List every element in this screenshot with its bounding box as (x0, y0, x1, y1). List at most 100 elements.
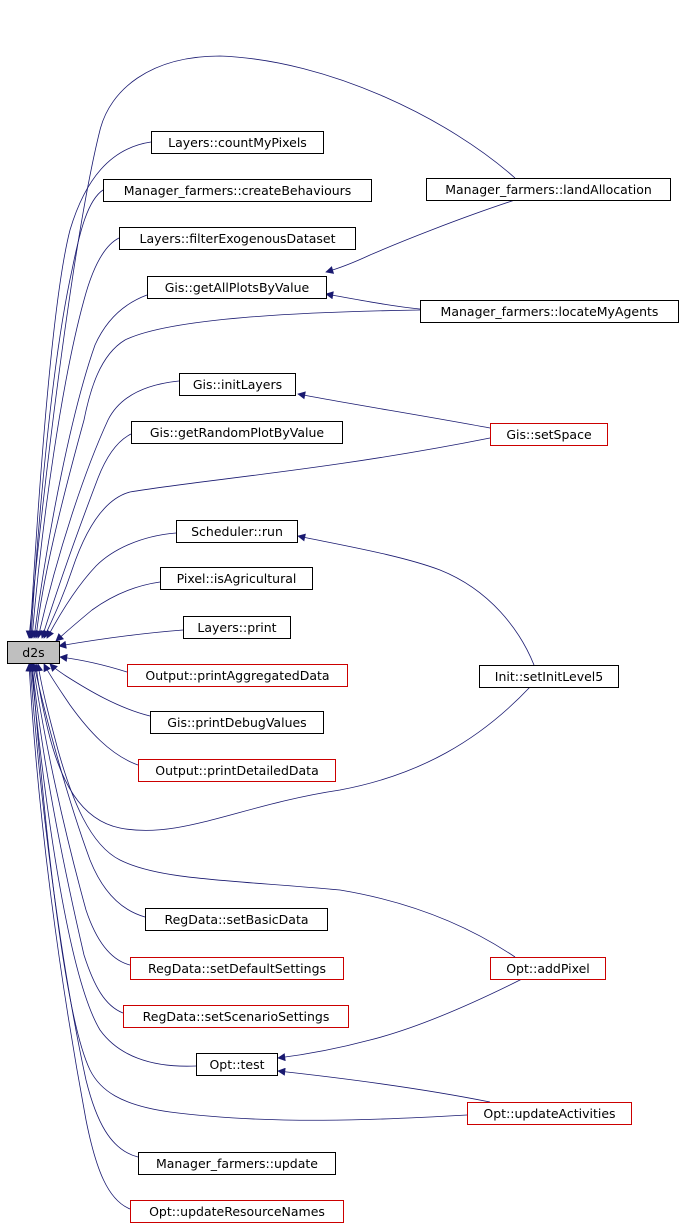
function-node[interactable]: Gis::getRandomPlotByValue (131, 421, 343, 444)
node-box (490, 957, 606, 980)
edge-n9-to-d2s (58, 629, 184, 649)
edge-m6-to-d2s (28, 663, 468, 1121)
node-label: Layers::countMyPixels (168, 135, 307, 150)
function-node[interactable]: Opt::updateActivities (467, 1102, 632, 1125)
function-node[interactable]: RegData::setScenarioSettings (123, 1005, 349, 1028)
node-label: Gis::printDebugValues (167, 715, 306, 730)
edge-m4-to-d2s (32, 663, 531, 831)
edge-n7-to-d2s (46, 532, 177, 639)
node-box (420, 300, 679, 323)
function-node[interactable]: Manager_farmers::locateMyAgents (420, 300, 679, 323)
edge-m2-to-d2s (32, 309, 421, 639)
edge-m1-to-d2s (25, 55, 516, 639)
node-box (479, 665, 619, 688)
edge-m5-to-d2s (35, 663, 516, 958)
node-label: Output::printAggregatedData (145, 668, 329, 683)
node-box (176, 520, 298, 543)
node-label: Scheduler::run (191, 524, 283, 539)
function-node[interactable]: Gis::getAllPlotsByValue (147, 276, 327, 299)
edge-n1-to-d2s (26, 141, 152, 639)
node-label: Output::printDetailedData (155, 763, 319, 778)
node-label: Manager_farmers::createBehaviours (124, 183, 352, 198)
function-node[interactable]: Scheduler::run (176, 520, 298, 543)
node-label: Manager_farmers::locateMyAgents (441, 304, 659, 319)
edge-m3-to-d2s (43, 437, 491, 639)
node-box (7, 641, 60, 664)
edge-n8-to-d2s (55, 581, 161, 642)
edge-n4-to-d2s (30, 294, 148, 639)
node-label: Manager_farmers::landAllocation (445, 182, 652, 197)
edge-n16-to-d2s (27, 663, 197, 1067)
edge-m3-to-n5 (297, 391, 491, 429)
function-node[interactable]: Layers::print (183, 616, 291, 639)
function-node[interactable]: Pixel::isAgricultural (160, 567, 313, 590)
edge-m2-to-n4 (325, 291, 421, 310)
node-box (138, 759, 336, 782)
node-box (130, 957, 344, 980)
edge-n14-to-d2s (30, 663, 131, 966)
edge-m5-to-n16 (277, 978, 523, 1062)
function-node[interactable]: Gis::printDebugValues (150, 711, 324, 734)
node-label: Gis::getRandomPlotByValue (150, 425, 325, 440)
edge-m4-to-n7 (297, 533, 535, 666)
node-box (130, 1200, 344, 1223)
node-label: RegData::setBasicData (164, 912, 308, 927)
node-box (426, 178, 671, 201)
function-node[interactable]: Output::printDetailedData (138, 759, 336, 782)
edge-n3-to-d2s (28, 237, 120, 639)
node-box (150, 711, 324, 734)
edge-n10-to-d2s (59, 653, 128, 673)
node-label: Layers::print (197, 620, 276, 635)
node-label: Layers::filterExogenousDataset (139, 231, 335, 246)
function-node[interactable]: Opt::addPixel (490, 957, 606, 980)
function-node[interactable]: Init::setInitLevel5 (479, 665, 619, 688)
node-label: Opt::addPixel (506, 961, 590, 976)
node-box (138, 1152, 336, 1175)
node-label: RegData::setDefaultSettings (148, 961, 326, 976)
node-label: Opt::updateActivities (483, 1106, 615, 1121)
edge-n13-to-d2s (31, 663, 146, 918)
edge-m1-to-n4 (325, 199, 516, 274)
edge-n6-to-d2s (40, 433, 132, 639)
node-label: Init::setInitLevel5 (495, 669, 603, 684)
function-node[interactable]: Gis::setSpace (490, 423, 608, 446)
function-node[interactable]: Output::printAggregatedData (127, 664, 348, 687)
node-label: Manager_farmers::update (156, 1156, 318, 1171)
node-label: Opt::test (209, 1057, 264, 1072)
function-node[interactable]: Layers::filterExogenousDataset (119, 227, 356, 250)
edge-n2-to-d2s (27, 189, 104, 639)
function-node[interactable]: Manager_farmers::update (138, 1152, 336, 1175)
function-node[interactable]: RegData::setDefaultSettings (130, 957, 344, 980)
node-box (151, 131, 324, 154)
node-box (147, 276, 327, 299)
function-node[interactable]: Manager_farmers::createBehaviours (103, 179, 372, 202)
edge-n5-to-d2s (35, 380, 180, 639)
node-label: d2s (22, 645, 44, 660)
function-node[interactable]: Opt::updateResourceNames (130, 1200, 344, 1223)
root-node: d2s (7, 641, 60, 664)
edge-n12-to-d2s (43, 663, 139, 766)
edge-n18-to-d2s (25, 663, 131, 1210)
node-box (127, 664, 348, 687)
node-box (123, 1005, 349, 1028)
node-box (145, 908, 328, 931)
function-node[interactable]: Opt::test (196, 1053, 278, 1076)
function-node[interactable]: RegData::setBasicData (145, 908, 328, 931)
function-node[interactable]: Gis::initLayers (179, 373, 296, 396)
edge-n11-to-d2s (49, 663, 151, 717)
edge-n17-to-d2s (26, 663, 139, 1158)
node-label: Opt::updateResourceNames (149, 1204, 325, 1219)
function-node[interactable]: Layers::countMyPixels (151, 131, 324, 154)
edge-m6-to-n16 (277, 1067, 491, 1103)
node-box (467, 1102, 632, 1125)
node-box (196, 1053, 278, 1076)
node-label: Pixel::isAgricultural (177, 571, 297, 586)
function-node[interactable]: Manager_farmers::landAllocation (426, 178, 671, 201)
node-label: Gis::getAllPlotsByValue (165, 280, 310, 295)
node-box (131, 421, 343, 444)
node-box (490, 423, 608, 446)
node-box (183, 616, 291, 639)
node-box (179, 373, 296, 396)
edge-n15-to-d2s (28, 663, 124, 1014)
